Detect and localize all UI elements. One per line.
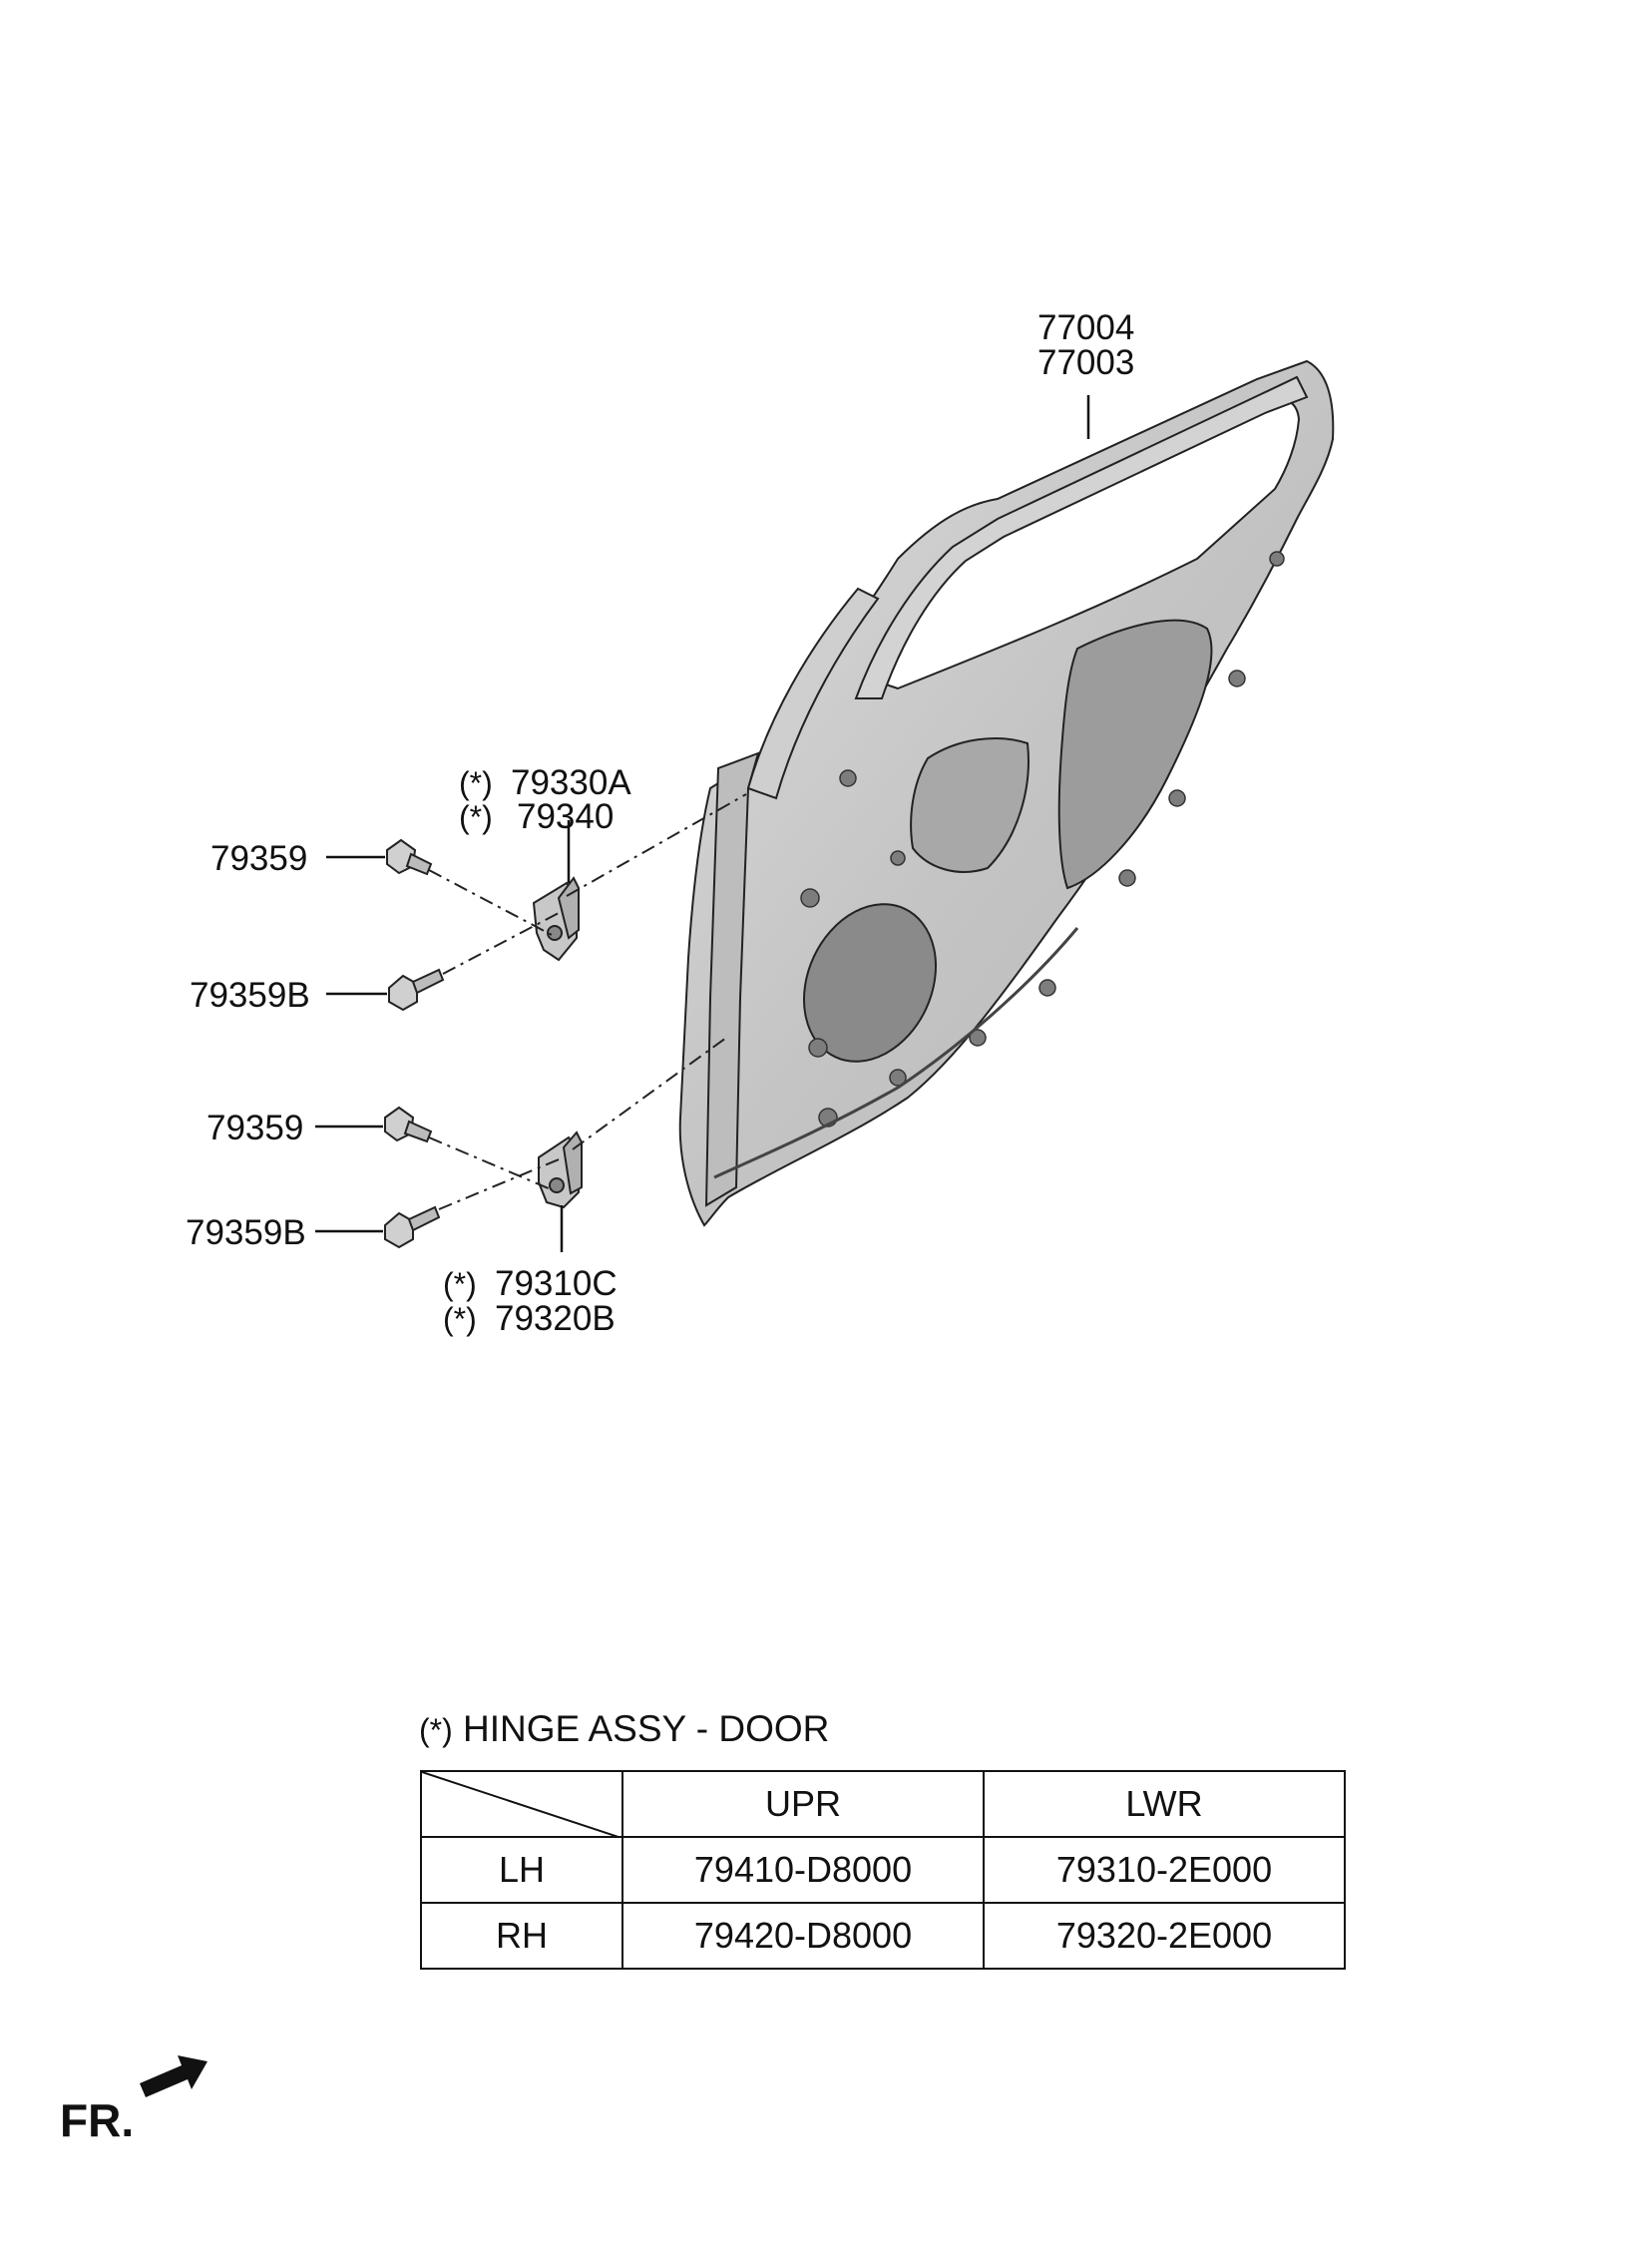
- front-orientation-label: FR.: [60, 2094, 135, 2146]
- front-rail: [746, 587, 880, 800]
- table-row: RH 79420-D8000 79320-2E000: [420, 1902, 1346, 1970]
- corner-diagonal: [422, 1772, 621, 1838]
- callout-star-upper-1: (*): [459, 765, 493, 801]
- callout-79320B: 79320B: [495, 1299, 616, 1338]
- callout-bolt-lower-a: 79359: [206, 1109, 303, 1147]
- table-cell-side: LH: [420, 1836, 623, 1904]
- table-cell-upr: 79410-D8000: [621, 1836, 985, 1904]
- callout-star-upper-2: (*): [459, 799, 493, 835]
- bolt-lower-b: [384, 1205, 441, 1249]
- callout-star-lower-1: (*): [443, 1266, 477, 1302]
- inner-cavity: [1057, 619, 1213, 890]
- table-row: LH 79410-D8000 79310-2E000: [420, 1836, 1346, 1904]
- table-cell-upr: 79420-D8000: [621, 1902, 985, 1970]
- callout-star-lower-2: (*): [443, 1301, 477, 1337]
- door-exploded-diagram: 77004 77003 (*) 79330A (*) 79340 79359 7…: [186, 308, 1335, 1338]
- hinge-table: UPR LWR LH 79410-D8000 79310-2E000 RH 79…: [420, 1770, 1346, 1970]
- lower-hinge: [538, 1130, 583, 1209]
- callout-79310C: 79310C: [495, 1264, 618, 1303]
- lower-rim: [713, 927, 1079, 1179]
- callout-79340: 79340: [517, 797, 614, 836]
- table-header-upr: UPR: [621, 1770, 985, 1838]
- callout-bolt-upper-b: 79359B: [190, 976, 310, 1015]
- bolt-lower-a: [384, 1106, 433, 1143]
- front-arrow-icon: [140, 2055, 207, 2097]
- bolt-upper-a: [386, 838, 433, 876]
- table-header-row: UPR LWR: [420, 1770, 1346, 1838]
- callout-77004: 77004: [1037, 308, 1134, 347]
- hinge-title-marker: (*): [419, 1712, 453, 1748]
- table-corner-cell: [420, 1770, 623, 1838]
- hinge-table-title: (*) HINGE ASSY - DOOR: [419, 1708, 829, 1750]
- table-header-lwr: LWR: [983, 1770, 1346, 1838]
- hinge-title-text: HINGE ASSY - DOOR: [463, 1708, 830, 1749]
- callout-bolt-upper-a: 79359: [210, 839, 307, 878]
- assembly-dash-lines: [428, 793, 747, 1210]
- bolt-leader-lines: [315, 855, 387, 1233]
- callout-79330A: 79330A: [511, 763, 631, 802]
- window-frame-strip: [854, 375, 1309, 699]
- inner-cavity-2: [910, 737, 1030, 873]
- table-cell-lwr: 79310-2E000: [983, 1836, 1346, 1904]
- upper-hinge: [532, 876, 580, 962]
- door-panel: [678, 359, 1335, 1227]
- speaker-hole: [802, 903, 938, 1063]
- callout-bolt-lower-b: 79359B: [186, 1213, 306, 1252]
- callout-77003: 77003: [1037, 343, 1134, 382]
- table-cell-lwr: 79320-2E000: [983, 1902, 1346, 1970]
- bolt-upper-b: [388, 968, 445, 1012]
- table-cell-side: RH: [420, 1902, 623, 1970]
